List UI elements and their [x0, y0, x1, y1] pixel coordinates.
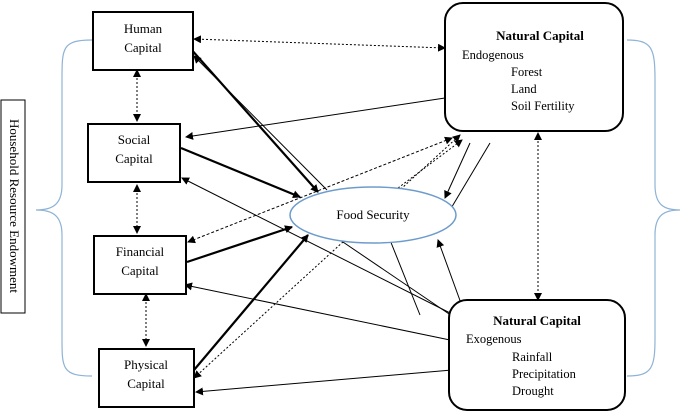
- financial-capital-line1: Financial: [116, 244, 165, 259]
- human-capital-line1: Human: [124, 21, 163, 36]
- right-brace: [626, 39, 681, 377]
- side-label-box: Household Resource Endowment: [0, 99, 26, 314]
- exogenous-item-drought: Drought: [512, 384, 554, 398]
- financial-capital-box: Financial Capital: [93, 235, 187, 295]
- endogenous-title: Natural Capital: [496, 28, 584, 43]
- food-security-node: Food Security: [289, 186, 457, 244]
- physical-capital-line2: Capital: [127, 376, 165, 391]
- side-label: Household Resource Endowment: [7, 119, 22, 293]
- connections: [133, 35, 542, 396]
- exogenous-item-rainfall: Rainfall: [512, 350, 553, 364]
- exogenous-item-precipitation: Precipitation: [512, 367, 577, 381]
- social-capital-line1: Social: [118, 132, 151, 147]
- endogenous-item-land: Land: [511, 82, 537, 96]
- exogenous-title: Natural Capital: [493, 313, 581, 328]
- physical-capital-line1: Physical: [124, 357, 168, 372]
- endogenous-item-soil: Soil Fertility: [511, 99, 575, 113]
- endogenous-item-forest: Forest: [511, 65, 543, 79]
- food-security-label: Food Security: [336, 207, 410, 222]
- social-capital-box: Social Capital: [87, 123, 181, 183]
- financial-capital-line2: Capital: [121, 263, 159, 278]
- human-capital-box: Human Capital: [92, 11, 194, 71]
- physical-capital-box: Physical Capital: [98, 348, 195, 408]
- natural-capital-exogenous-box: Natural Capital Exogenous Rainfall Preci…: [448, 299, 626, 411]
- natural-capital-endogenous-box: Natural Capital Endogenous Forest Land S…: [444, 2, 624, 132]
- left-brace: [35, 39, 93, 377]
- social-capital-line2: Capital: [115, 151, 153, 166]
- endogenous-subtitle: Endogenous: [462, 48, 524, 62]
- human-capital-line2: Capital: [124, 40, 162, 55]
- exogenous-subtitle: Exogenous: [466, 332, 522, 346]
